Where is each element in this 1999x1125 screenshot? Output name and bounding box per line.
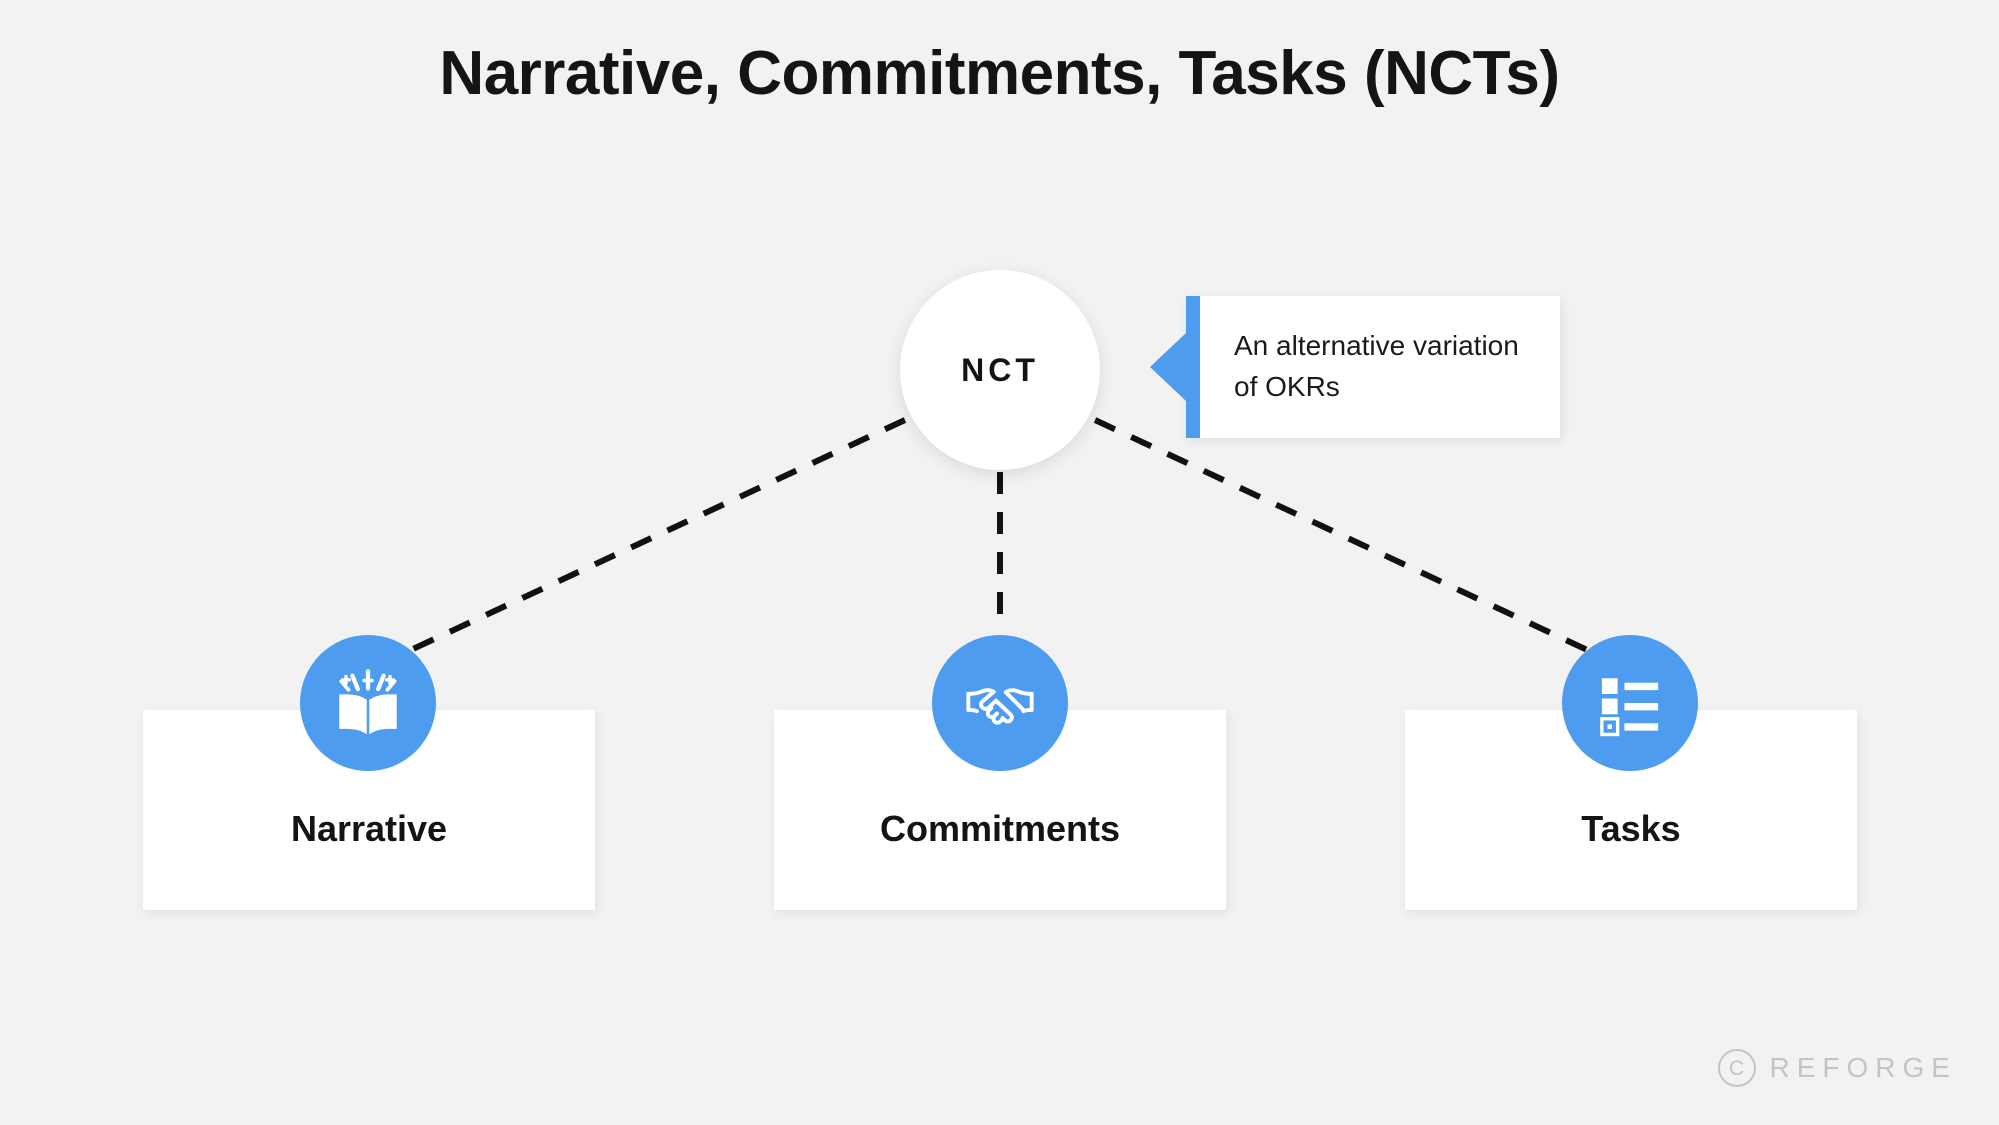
- reforge-watermark: C REFORGE: [1717, 1049, 1957, 1087]
- callout-box: An alternative variation of OKRs: [1150, 296, 1560, 438]
- node-card-label: Tasks: [1581, 808, 1681, 849]
- connector-line-narrative: [398, 417, 907, 658]
- brand-name: REFORGE: [1769, 1052, 1957, 1083]
- callout-accent-bar: [1186, 296, 1200, 438]
- handshake-icon: [966, 688, 1034, 725]
- node-card-label: Narrative: [290, 808, 448, 849]
- open-book-sparkle-icon: [339, 669, 397, 735]
- node-icon-bubble-tasks[interactable]: [1562, 635, 1698, 771]
- connector-line-tasks: [1093, 417, 1600, 658]
- task-list-icon: [1600, 678, 1659, 737]
- hub-node-nct[interactable]: NCT: [900, 270, 1100, 470]
- hub-label: NCT: [961, 351, 1039, 388]
- node-icon-bubble-commitments[interactable]: [932, 635, 1068, 771]
- node-card-label: Commitments: [879, 808, 1121, 849]
- copyright-icon: C: [1717, 1049, 1756, 1087]
- triangle-left-icon: [1150, 333, 1186, 401]
- callout-text: An alternative variation of OKRs: [1234, 330, 1519, 402]
- node-icon-bubble-narrative[interactable]: [300, 635, 436, 771]
- page-title: Narrative, Commitments, Tasks (NCTs): [439, 39, 1560, 108]
